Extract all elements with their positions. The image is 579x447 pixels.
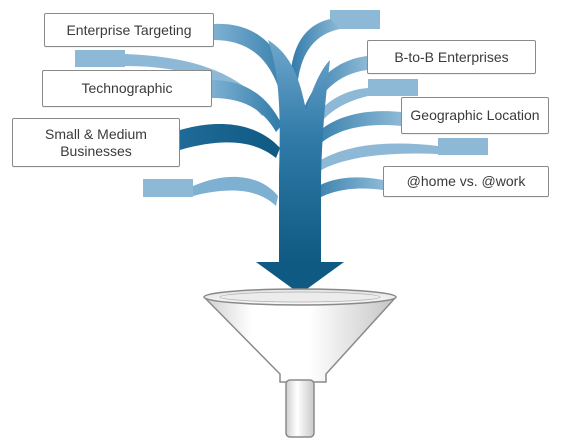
label-geographic-location: Geographic Location xyxy=(401,97,549,134)
stream-trunk xyxy=(268,40,330,262)
stream-right-lower-block xyxy=(312,143,438,172)
label-technographic: Technographic xyxy=(42,70,212,107)
source-block xyxy=(330,10,380,29)
down-arrow-icon xyxy=(256,262,344,294)
source-block xyxy=(438,138,488,155)
stream-home-vs-work xyxy=(306,177,383,204)
stream-b2b-enterprises xyxy=(300,56,367,126)
funnel-icon xyxy=(203,288,397,438)
stream-technographic xyxy=(212,80,282,132)
label-b2b-enterprises: B-to-B Enterprises xyxy=(367,40,536,74)
stream-lower-left-block xyxy=(193,176,278,206)
label-home-vs-work: @home vs. @work xyxy=(383,166,549,197)
stream-enterprise-targeting xyxy=(214,23,294,180)
source-block xyxy=(143,179,193,197)
stream-right-block xyxy=(308,88,368,132)
label-enterprise-targeting: Enterprise Targeting xyxy=(44,13,214,47)
label-small-medium-businesses: Small & Medium Businesses xyxy=(12,118,180,167)
stream-geographic-location xyxy=(306,111,401,152)
source-block xyxy=(368,79,418,96)
stream-small-medium-businesses xyxy=(180,124,280,158)
source-block xyxy=(75,50,125,67)
